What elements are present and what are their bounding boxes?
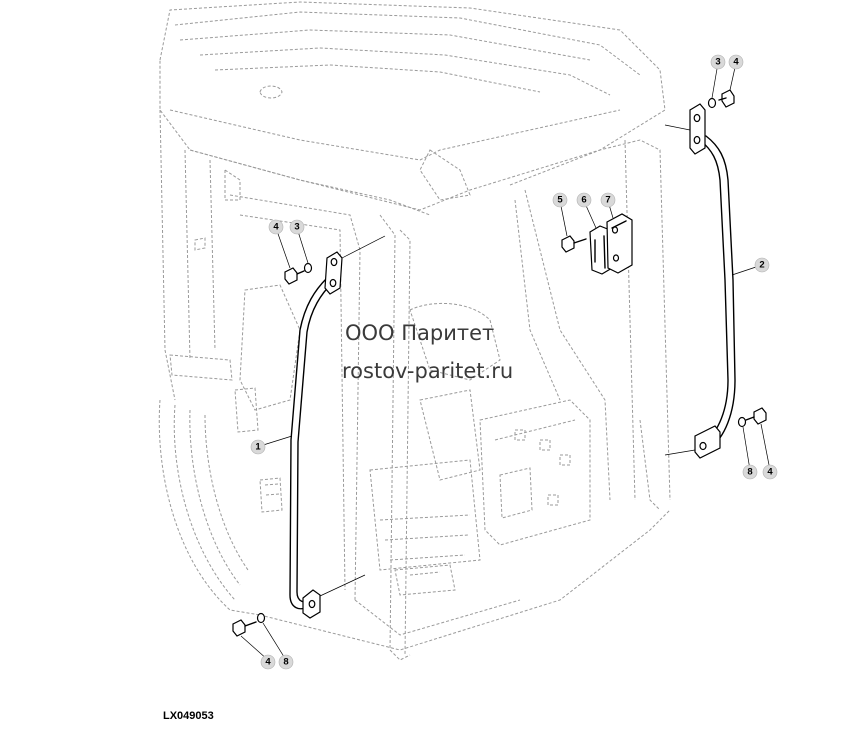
svg-text:6: 6 xyxy=(581,195,586,206)
fastener-bottom-left xyxy=(232,612,266,637)
bracket-assembly xyxy=(589,213,633,275)
watermark-line-1: ООО Паритет xyxy=(345,321,494,345)
watermark-line-2: rostov-paritet.ru xyxy=(342,359,513,383)
callout-1: 1 xyxy=(250,439,266,455)
svg-text:8: 8 xyxy=(283,657,288,668)
fastener-5 xyxy=(561,235,587,253)
callout-4-bottom-left: 4 xyxy=(260,654,276,670)
callout-4-top-left: 4 xyxy=(268,219,284,235)
callout-4-right: 4 xyxy=(762,464,778,480)
fastener-bottom-right xyxy=(737,407,767,428)
handle-left xyxy=(289,235,386,619)
svg-text:3: 3 xyxy=(294,222,299,233)
callout-2: 2 xyxy=(754,257,770,273)
svg-text:4: 4 xyxy=(273,222,279,233)
svg-text:3: 3 xyxy=(715,57,720,68)
callout-8-bottom-left: 8 xyxy=(278,654,294,670)
svg-text:8: 8 xyxy=(747,467,752,478)
callout-7: 7 xyxy=(600,192,616,208)
svg-text:2: 2 xyxy=(759,260,764,271)
callout-3-top-right: 3 xyxy=(710,54,726,70)
callout-5: 5 xyxy=(552,192,568,208)
fastener-top-right xyxy=(707,89,735,109)
fastener-top-left xyxy=(284,262,313,285)
figure-code: LX049053 xyxy=(163,710,214,722)
callout-6: 6 xyxy=(576,192,592,208)
cab-outline xyxy=(158,1,671,661)
svg-text:4: 4 xyxy=(265,657,271,668)
svg-text:1: 1 xyxy=(255,442,261,453)
svg-text:5: 5 xyxy=(557,195,563,206)
callout-4-top-right: 4 xyxy=(728,54,744,70)
svg-text:4: 4 xyxy=(767,467,773,478)
callout-8-right: 8 xyxy=(742,464,758,480)
handle-right xyxy=(664,103,736,459)
svg-text:7: 7 xyxy=(605,195,610,206)
callout-3-top-left: 3 xyxy=(289,219,305,235)
svg-text:4: 4 xyxy=(733,57,739,68)
